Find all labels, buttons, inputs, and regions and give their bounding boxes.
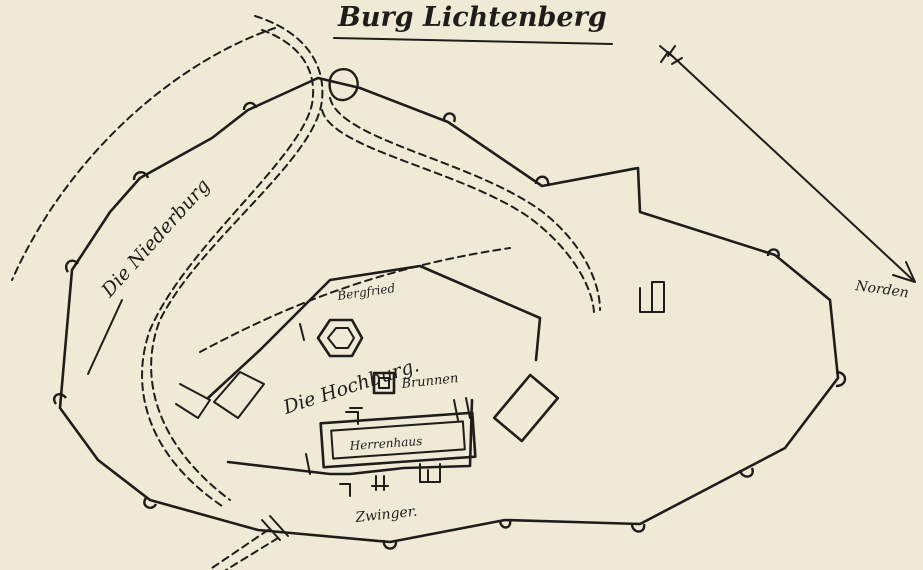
hochburg-walls	[175, 264, 542, 476]
map-title: Burg Lichtenberg	[337, 2, 607, 33]
herrenhaus-building	[305, 397, 477, 475]
east-building	[492, 373, 560, 443]
north-arrow-icon	[659, 45, 916, 283]
title-underline	[333, 37, 613, 45]
brunnen-well	[372, 371, 396, 395]
brunnen-label: Brunnen	[400, 371, 459, 392]
niederburg-line	[87, 299, 123, 375]
east-wall-structure	[639, 281, 665, 313]
lower-gate	[211, 515, 289, 570]
bergfried-keep	[316, 318, 364, 358]
small-structures	[339, 407, 441, 497]
herrenhaus-label: Herrenhaus	[348, 434, 422, 453]
north-label: Norden	[853, 278, 909, 301]
zwinger-label: Zwinger.	[354, 504, 418, 527]
outer-curtain-wall	[58, 76, 840, 544]
access-road	[11, 15, 601, 507]
wall-towers	[52, 68, 847, 550]
